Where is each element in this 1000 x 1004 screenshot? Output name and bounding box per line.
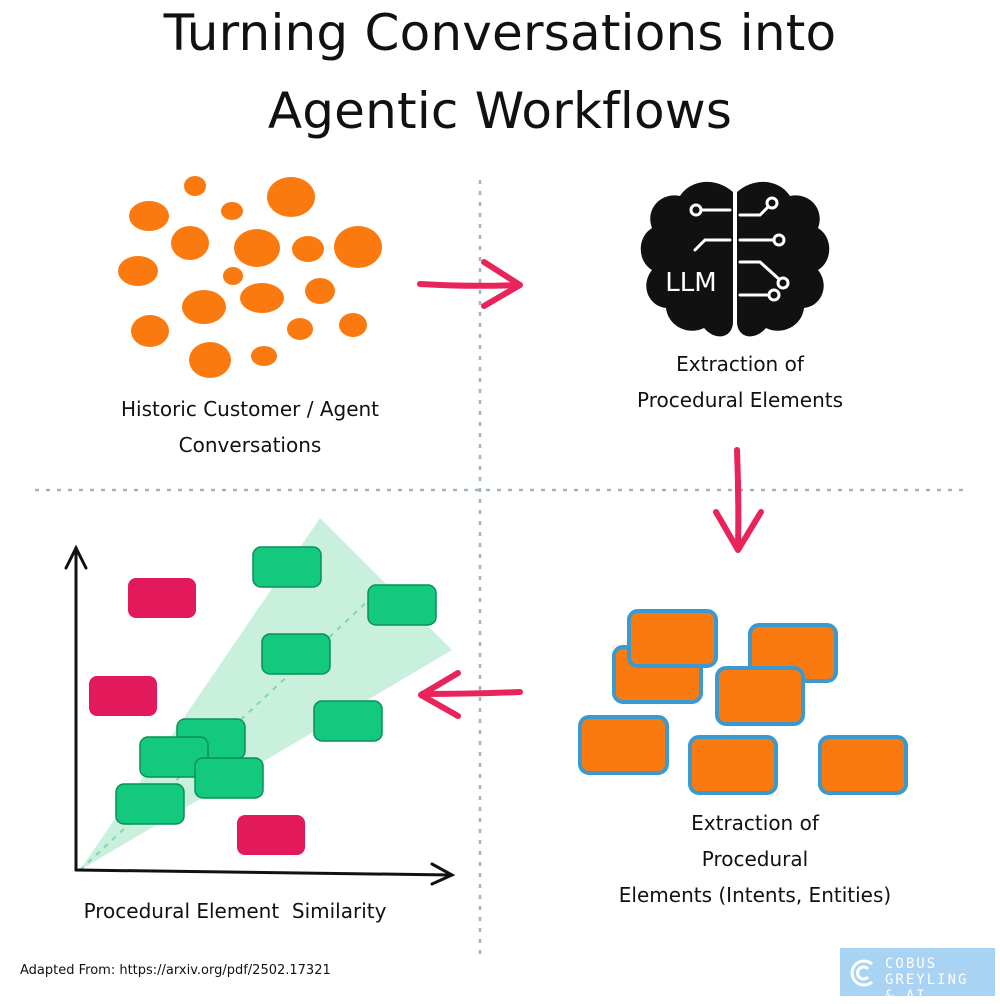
conversation-blob xyxy=(182,290,226,324)
elements-extraction-label-line-3: Elements (Intents, Entities) xyxy=(618,883,892,907)
procedural-element-box xyxy=(578,715,669,775)
conversation-blob xyxy=(334,226,382,268)
conversation-blob xyxy=(171,226,209,260)
procedural-element-box xyxy=(688,735,778,795)
elements-extraction-label-line-2: Procedural xyxy=(701,847,809,871)
similar-element-box xyxy=(367,584,437,626)
outlier-box xyxy=(89,676,157,716)
conversation-blob xyxy=(129,201,169,231)
similarity-plot xyxy=(64,518,456,886)
procedural-element-box xyxy=(627,609,718,668)
conversation-blob xyxy=(339,313,367,337)
brand-text: COBUS GREYLING & AI xyxy=(885,956,995,1004)
conversation-blob xyxy=(131,315,169,347)
conversation-blob xyxy=(240,283,284,313)
brand-text-line-2: & AI xyxy=(885,988,927,1004)
outlier-box xyxy=(128,578,196,618)
conversation-blob xyxy=(221,202,243,220)
title-line-1: Turning Conversations into xyxy=(163,4,837,62)
similarity-cone xyxy=(80,518,452,870)
outlier-box xyxy=(237,815,305,855)
conversation-blob xyxy=(287,318,313,340)
elements-extraction-label-line-1: Extraction of xyxy=(691,811,819,835)
conversation-blob xyxy=(189,342,231,378)
procedural-element-box xyxy=(715,666,805,726)
similar-element-box xyxy=(194,757,264,799)
brand-badge: COBUS GREYLING & AI xyxy=(840,948,995,1004)
similar-element-box xyxy=(252,546,322,588)
conversation-blob xyxy=(118,256,158,286)
procedural-element-boxes xyxy=(578,609,908,795)
brand-text-line-1: COBUS GREYLING xyxy=(885,956,969,988)
conversation-blob xyxy=(305,278,335,304)
similar-element-box xyxy=(115,783,185,825)
source-citation: Adapted From: https://arxiv.org/pdf/2502… xyxy=(20,963,331,978)
llm-brain-icon: LLM xyxy=(640,181,830,337)
x-axis xyxy=(74,862,456,886)
elements-extraction-label: Extraction of Procedural Elements (Inten… xyxy=(585,805,925,913)
similar-element-box xyxy=(139,736,209,778)
conversation-blob xyxy=(267,177,315,217)
title-line-2: Agentic Workflows xyxy=(267,82,733,140)
similar-element-box xyxy=(261,633,331,675)
conversations-label-line-2: Conversations xyxy=(178,433,322,457)
conversation-blob xyxy=(234,229,280,267)
y-axis xyxy=(64,544,88,872)
conversations-label-line-1: Historic Customer / Agent xyxy=(120,397,380,421)
conversation-blob xyxy=(292,236,324,262)
similar-element-box xyxy=(313,700,383,742)
llm-extraction-label: Extraction of Procedural Elements xyxy=(580,346,900,418)
arrow-right-icon xyxy=(417,259,523,309)
procedural-element-box xyxy=(818,735,908,795)
conversation-blob xyxy=(184,176,206,196)
conversation-blob xyxy=(223,267,243,285)
llm-extraction-label-line-1: Extraction of xyxy=(676,352,804,376)
brand-logo-icon xyxy=(850,959,873,987)
llm-icon-text: LLM xyxy=(665,268,716,298)
conversations-label: Historic Customer / Agent Conversations xyxy=(60,391,440,463)
conversation-blobs xyxy=(118,176,382,378)
arrow-left-icon xyxy=(418,670,523,719)
llm-extraction-label-line-2: Procedural Elements xyxy=(636,388,843,412)
similarity-label: Procedural Element Similarity xyxy=(83,899,387,923)
conversation-blob xyxy=(251,346,277,366)
arrow-down-icon xyxy=(713,447,764,553)
